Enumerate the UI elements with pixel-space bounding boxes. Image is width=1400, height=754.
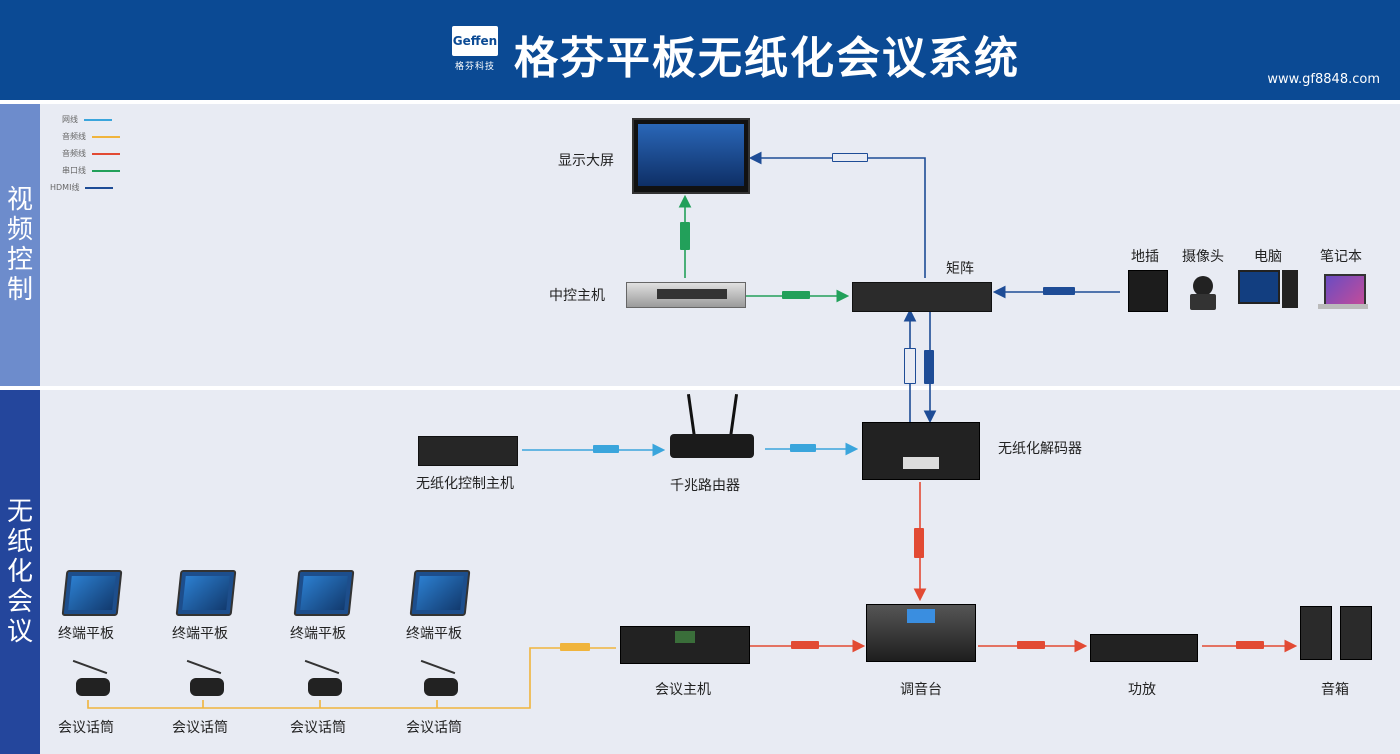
router-device bbox=[670, 394, 754, 462]
line-tag bbox=[1236, 641, 1264, 649]
label-computer: 电脑 bbox=[1254, 249, 1282, 265]
line-tag bbox=[790, 444, 816, 452]
label-tablet: 终端平板 bbox=[172, 626, 228, 642]
floor-socket-device bbox=[1128, 270, 1168, 312]
legend-item: 串口线 bbox=[62, 165, 120, 176]
label-mic: 会议话筒 bbox=[58, 720, 114, 736]
label-conference-host: 会议主机 bbox=[655, 682, 711, 698]
legend-swatch bbox=[92, 135, 120, 138]
camera-device bbox=[1188, 276, 1218, 310]
paperless-host-device bbox=[418, 436, 518, 466]
label-amplifier: 功放 bbox=[1128, 682, 1156, 698]
tablet-device bbox=[175, 570, 237, 616]
label-matrix: 矩阵 bbox=[946, 261, 974, 277]
label-mixer: 调音台 bbox=[900, 682, 942, 698]
section-label-video: 视频控制 bbox=[0, 104, 40, 386]
legend-item: 网线 bbox=[62, 114, 112, 125]
site-url: www.gf8848.com bbox=[1267, 72, 1380, 87]
line-tag bbox=[832, 153, 868, 162]
label-display: 显示大屏 bbox=[558, 153, 614, 169]
label-decoder: 无纸化解码器 bbox=[998, 441, 1082, 457]
line-tag bbox=[593, 445, 619, 453]
tablet-device bbox=[61, 570, 123, 616]
label-mic: 会议话筒 bbox=[406, 720, 462, 736]
legend-swatch bbox=[85, 186, 114, 189]
central-control-device bbox=[626, 282, 746, 308]
section-label-char: 无 bbox=[6, 497, 33, 527]
section-label-char: 控 bbox=[6, 245, 33, 275]
legend-swatch bbox=[84, 118, 112, 121]
legend-item: 音频线 bbox=[62, 148, 120, 159]
mic-device bbox=[68, 659, 112, 700]
conference-host-device bbox=[620, 626, 750, 664]
amplifier-device bbox=[1090, 634, 1198, 662]
speaker-device bbox=[1340, 606, 1372, 660]
mixer-device bbox=[866, 604, 976, 662]
display-screen-panel bbox=[638, 124, 744, 186]
line-matrix-display bbox=[748, 151, 926, 278]
label-mic: 会议话筒 bbox=[290, 720, 346, 736]
line-tag bbox=[1017, 641, 1045, 649]
device-panel bbox=[657, 289, 727, 299]
label-central-control: 中控主机 bbox=[549, 288, 605, 304]
line-tag bbox=[791, 641, 819, 649]
section-label-char: 视 bbox=[6, 185, 33, 215]
label-paperless-host: 无纸化控制主机 bbox=[416, 476, 514, 492]
section-label-char: 会 bbox=[6, 587, 33, 617]
section-label-char: 纸 bbox=[6, 527, 33, 557]
line-tag bbox=[924, 350, 934, 384]
legend-swatch bbox=[92, 152, 120, 155]
header-bar: Geffen 格芬科技 格芬平板无纸化会议系统 www.gf8848.com bbox=[0, 0, 1400, 100]
logo-mark: Geffen bbox=[452, 26, 498, 56]
speaker-device bbox=[1300, 606, 1332, 660]
line-tag bbox=[680, 222, 690, 250]
label-tablet: 终端平板 bbox=[406, 626, 462, 642]
label-laptop: 笔记本 bbox=[1320, 249, 1362, 265]
label-router: 千兆路由器 bbox=[670, 478, 740, 494]
label-speaker: 音箱 bbox=[1321, 682, 1349, 698]
decoder-device bbox=[862, 422, 980, 480]
matrix-device bbox=[852, 282, 992, 312]
brand-logo: Geffen 格芬科技 bbox=[452, 26, 498, 74]
legend-item: 音频线 bbox=[62, 131, 120, 142]
mic-device bbox=[300, 659, 344, 700]
label-camera: 摄像头 bbox=[1182, 249, 1224, 265]
label-tablet: 终端平板 bbox=[290, 626, 346, 642]
laptop-device bbox=[1318, 274, 1368, 310]
label-tablet: 终端平板 bbox=[58, 626, 114, 642]
section-label-char: 议 bbox=[6, 617, 33, 647]
mic-device bbox=[182, 659, 226, 700]
label-floor-socket: 地插 bbox=[1131, 249, 1159, 265]
line-tag bbox=[1043, 287, 1075, 295]
computer-device bbox=[1238, 270, 1300, 310]
line-tag bbox=[560, 643, 590, 651]
section-label-char: 化 bbox=[6, 557, 33, 587]
section-label-char: 频 bbox=[6, 215, 33, 245]
tablet-device bbox=[409, 570, 471, 616]
logo-subtitle: 格芬科技 bbox=[454, 62, 495, 72]
display-screen-device bbox=[632, 118, 750, 194]
tablet-device bbox=[293, 570, 355, 616]
section-label-char: 制 bbox=[6, 275, 33, 305]
label-mic: 会议话筒 bbox=[172, 720, 228, 736]
line-tag bbox=[904, 348, 916, 384]
line-tag bbox=[782, 291, 810, 299]
section-label-paperless: 无纸化会议 bbox=[0, 390, 40, 754]
line-tag bbox=[914, 528, 924, 558]
legend-swatch bbox=[92, 169, 120, 172]
line-mics-host bbox=[87, 647, 616, 709]
page-title: 格芬平板无纸化会议系统 bbox=[514, 33, 1020, 84]
legend-item: HDMI线 bbox=[50, 182, 114, 193]
mic-device bbox=[416, 659, 460, 700]
